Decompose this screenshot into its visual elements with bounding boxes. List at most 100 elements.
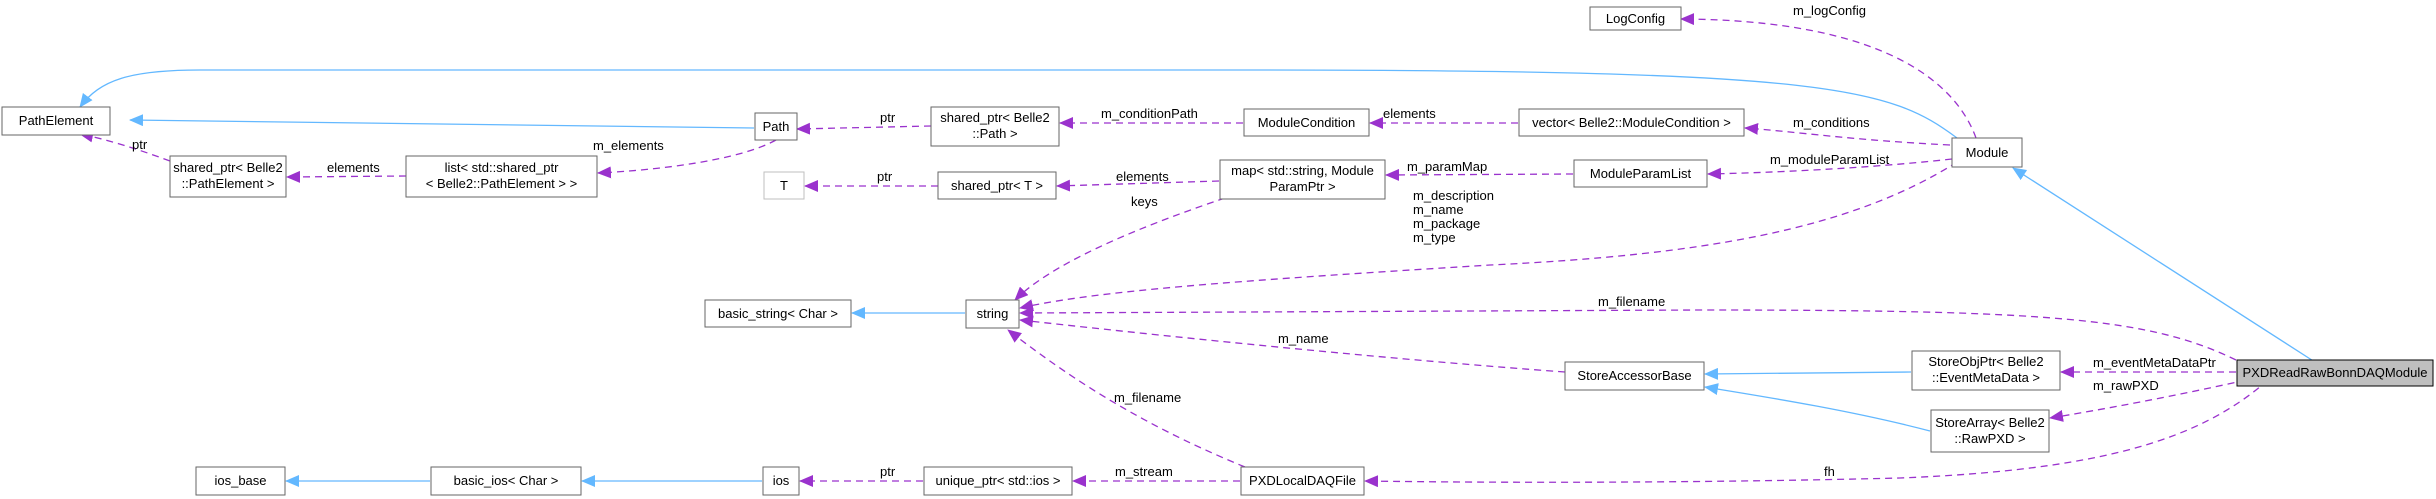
svg-text:shared_ptr< T >: shared_ptr< T >	[951, 178, 1043, 193]
node-store-array[interactable]: StoreArray< Belle2 ::RawPXD >	[1930, 409, 2050, 453]
edge-m-filename-module	[1019, 306, 2237, 361]
svg-text:shared_ptr< Belle2: shared_ptr< Belle2	[940, 110, 1050, 125]
svg-text:LogConfig: LogConfig	[1606, 11, 1665, 26]
node-ios-base[interactable]: ios_base	[195, 466, 286, 496]
label-m-conditions: m_conditions	[1793, 115, 1870, 130]
nodes: LogConfig PathElement Path shared_ptr< B…	[1, 6, 2434, 496]
node-module[interactable]: Module	[1951, 137, 2023, 168]
edge-m-elements	[597, 139, 777, 179]
node-store-accessor-base[interactable]: StoreAccessorBase	[1564, 361, 1705, 391]
node-log-config[interactable]: LogConfig	[1589, 6, 1682, 31]
node-shared-ptr-path-element[interactable]: shared_ptr< Belle2 ::PathElement >	[169, 155, 287, 198]
label-m-event-meta-data-ptr: m_eventMetaDataPtr	[2093, 355, 2217, 370]
node-map-param[interactable]: map< std::string, Module ParamPtr >	[1219, 159, 1386, 200]
node-list-path-element[interactable]: list< std::shared_ptr < Belle2::PathElem…	[405, 155, 598, 198]
svg-text:basic_ios< Char >: basic_ios< Char >	[454, 473, 559, 488]
svg-text:basic_string< Char >: basic_string< Char >	[718, 306, 838, 321]
label-keys: keys	[1131, 194, 1158, 209]
svg-text:PXDLocalDAQFile: PXDLocalDAQFile	[1249, 473, 1356, 488]
label-elements-path-element: elements	[327, 160, 380, 175]
label-m-filename-module: m_filename	[1598, 294, 1665, 309]
edge-m-module-param-list	[1707, 158, 1953, 180]
node-shared-ptr-path[interactable]: shared_ptr< Belle2 ::Path >	[930, 106, 1060, 147]
svg-text:string: string	[977, 306, 1009, 321]
svg-text:StoreArray< Belle2: StoreArray< Belle2	[1935, 415, 2044, 430]
label-m-name-accessor: m_name	[1278, 331, 1329, 346]
edge-ptr-path-element	[79, 130, 171, 162]
label-m-raw-pxd: m_rawPXD	[2093, 378, 2159, 393]
edge-module-to-path-element	[79, 69, 1958, 139]
edge-path-to-path-element	[129, 114, 755, 129]
edge-m-filename-daq	[1007, 329, 1246, 468]
svg-text:::EventMetaData >: ::EventMetaData >	[1932, 370, 2040, 385]
node-path-element[interactable]: PathElement	[1, 106, 111, 136]
edge-keys	[1014, 197, 1226, 301]
node-module-condition[interactable]: ModuleCondition	[1243, 108, 1370, 137]
label-module-string-1: m_name	[1413, 202, 1464, 217]
inheritance-edges	[79, 69, 2319, 487]
edge-m-name-accessor	[1019, 315, 1566, 373]
node-pxd-local-daq-file[interactable]: PXDLocalDAQFile	[1240, 466, 1365, 496]
svg-text:map< std::string, Module: map< std::string, Module	[1231, 163, 1374, 178]
edge-m-conditions	[1744, 122, 1951, 146]
edge-m-param-map	[1385, 168, 1574, 181]
edge-store-obj-ptr-to-accessor	[1704, 367, 1912, 380]
label-module-string-0: m_description	[1413, 188, 1494, 203]
association-edges	[79, 13, 2269, 488]
node-unique-ptr-ios[interactable]: unique_ptr< std::ios >	[923, 466, 1073, 496]
edge-labels: m_logConfig m_conditionPath elements m_c…	[132, 3, 2217, 479]
node-string[interactable]: string	[965, 299, 1020, 329]
label-ptr-path: ptr	[880, 110, 896, 125]
node-vector-module-condition[interactable]: vector< Belle2::ModuleCondition >	[1518, 108, 1745, 137]
svg-text:StoreObjPtr< Belle2: StoreObjPtr< Belle2	[1928, 354, 2043, 369]
edge-m-log-config	[1680, 13, 1977, 139]
label-m-log-config: m_logConfig	[1793, 3, 1866, 18]
node-store-obj-ptr[interactable]: StoreObjPtr< Belle2 ::EventMetaData >	[1911, 350, 2061, 391]
svg-text:ios: ios	[773, 473, 790, 488]
node-t[interactable]: T	[763, 171, 805, 200]
svg-text:ModuleCondition: ModuleCondition	[1258, 115, 1356, 130]
svg-text:ios_base: ios_base	[214, 473, 266, 488]
svg-text:ParamPtr >: ParamPtr >	[1269, 179, 1335, 194]
edge-ptr-path	[796, 122, 932, 135]
edge-elements-path-element	[286, 170, 407, 183]
svg-text:ModuleParamList: ModuleParamList	[1590, 166, 1692, 181]
label-module-string-3: m_type	[1413, 230, 1456, 245]
svg-text:Path: Path	[763, 119, 790, 134]
label-ptr-path-element: ptr	[132, 137, 148, 152]
svg-text:unique_ptr< std::ios >: unique_ptr< std::ios >	[935, 473, 1060, 488]
edge-m-raw-pxd	[2049, 379, 2247, 422]
edge-pxd-module-to-module	[2012, 167, 2319, 365]
svg-text:shared_ptr< Belle2: shared_ptr< Belle2	[173, 160, 283, 175]
edge-elements-map	[1056, 179, 1220, 192]
label-m-module-param-list: m_moduleParamList	[1770, 152, 1890, 167]
node-module-param-list[interactable]: ModuleParamList	[1573, 159, 1708, 188]
svg-text:vector< Belle2::ModuleConditio: vector< Belle2::ModuleCondition >	[1532, 115, 1731, 130]
edge-module-strings	[1019, 161, 1958, 312]
node-pxd-read-raw-bonn-daq-module[interactable]: PXDReadRawBonnDAQModule	[2236, 359, 2434, 387]
label-m-param-map: m_paramMap	[1407, 159, 1487, 174]
node-ios[interactable]: ios	[762, 466, 800, 496]
node-basic-string[interactable]: basic_string< Char >	[704, 299, 852, 328]
node-path[interactable]: Path	[754, 112, 798, 141]
node-basic-ios[interactable]: basic_ios< Char >	[430, 466, 582, 496]
label-m-condition-path: m_conditionPath	[1101, 106, 1198, 121]
label-ptr-t: ptr	[877, 169, 893, 184]
label-ptr-ios: ptr	[880, 464, 896, 479]
svg-text:::PathElement >: ::PathElement >	[182, 176, 275, 191]
svg-text:::RawPXD >: ::RawPXD >	[1954, 431, 2025, 446]
node-shared-ptr-t[interactable]: shared_ptr< T >	[937, 171, 1057, 200]
label-m-elements: m_elements	[593, 138, 664, 153]
label-m-stream: m_stream	[1115, 464, 1173, 479]
svg-text:< Belle2::PathElement > >: < Belle2::PathElement > >	[426, 176, 577, 191]
label-module-string-2: m_package	[1413, 216, 1480, 231]
label-m-filename-daq: m_filename	[1114, 390, 1181, 405]
svg-text:PathElement: PathElement	[19, 113, 94, 128]
svg-text:StoreAccessorBase: StoreAccessorBase	[1577, 368, 1691, 383]
svg-text:::Path >: ::Path >	[972, 126, 1017, 141]
label-elements-condition: elements	[1383, 106, 1436, 121]
label-elements-map: elements	[1116, 169, 1169, 184]
label-fh: fh	[1824, 464, 1835, 479]
svg-text:PXDReadRawBonnDAQModule: PXDReadRawBonnDAQModule	[2243, 365, 2428, 380]
